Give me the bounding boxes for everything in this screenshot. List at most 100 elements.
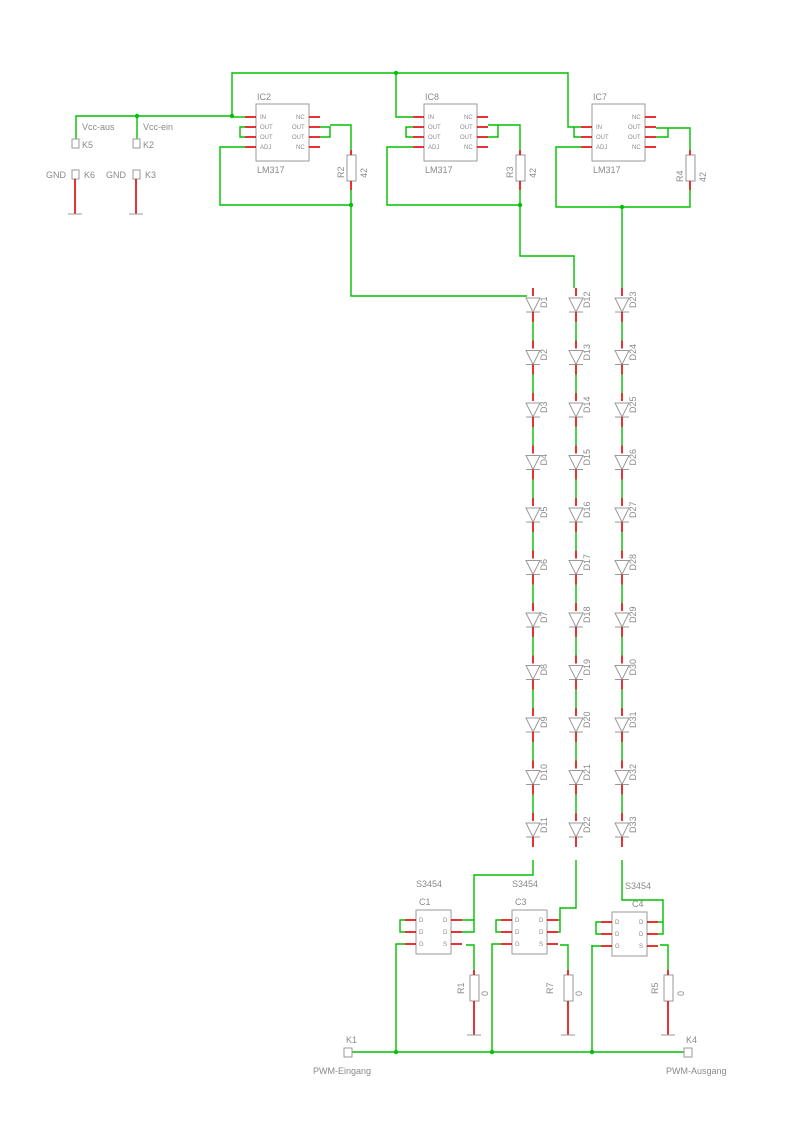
c1-pin-d: D	[419, 930, 424, 936]
k5-ref: K5	[82, 140, 93, 150]
ic8-ref: IC8	[425, 92, 439, 102]
led-d28[interactable]: D28	[614, 550, 638, 604]
led-d20[interactable]: D20	[568, 708, 592, 761]
led-d5[interactable]: D5	[525, 498, 549, 551]
led-d7[interactable]: D7	[525, 603, 549, 656]
led-label: D11	[539, 817, 549, 833]
led-d13[interactable]: D13	[568, 340, 592, 394]
k4-ref: K4	[686, 1035, 697, 1045]
led-d15[interactable]: D15	[568, 445, 592, 499]
led-label: D3	[539, 401, 549, 413]
c3-part: S3454	[512, 879, 538, 889]
led-d6[interactable]: D6	[525, 550, 549, 604]
led-d8[interactable]: D8	[525, 655, 549, 709]
led-d9[interactable]: D9	[525, 708, 549, 761]
led-label: D18	[582, 606, 592, 623]
connector-k1[interactable]: K1 PWM-Eingang	[313, 1035, 371, 1076]
led-label: D10	[539, 764, 549, 781]
ic2-pin-adj: ADJ	[260, 145, 271, 151]
led-d32[interactable]: D32	[614, 760, 638, 814]
led-label: D29	[628, 606, 638, 623]
k6-label: GND	[46, 170, 67, 180]
mosfet-c3[interactable]: S3454 C3 D D G D D S	[491, 879, 561, 955]
led-label: D20	[582, 711, 592, 728]
mosfet-c4[interactable]: S3454 C4 D D G D D S	[591, 881, 664, 957]
ic8-pin-nc: NC	[464, 115, 473, 121]
connector-k6[interactable]: GND K6	[46, 169, 95, 215]
k4-label: PWM-Ausgang	[666, 1066, 727, 1076]
led-d19[interactable]: D19	[568, 655, 592, 709]
ic8-pin-nc: NC	[464, 145, 473, 151]
led-label: D19	[582, 659, 592, 676]
k5-label: Vcc-aus	[82, 122, 115, 132]
led-d21[interactable]: D21	[568, 760, 592, 814]
ic7-ref: IC7	[593, 92, 607, 102]
led-d10[interactable]: D10	[525, 760, 549, 814]
connector-k5[interactable]: Vcc-aus K5	[71, 122, 115, 150]
mosfet-c1[interactable]: S3454 C1 D D G D D S	[395, 879, 475, 955]
resistor-r3[interactable]: R3 42	[505, 150, 538, 190]
resistor-r2[interactable]: R2 42	[336, 150, 369, 190]
connector-k3[interactable]: GND K3	[106, 169, 156, 215]
led-label: D4	[539, 454, 549, 466]
r2-value: 42	[359, 168, 369, 178]
led-label: D8	[539, 664, 549, 676]
led-d33[interactable]: D33	[614, 813, 638, 847]
led-d25[interactable]: D25	[614, 393, 638, 446]
resistor-r7[interactable]: R7 0	[545, 970, 584, 1036]
regulator-ic8[interactable]: IC8 LM317 IN OUT OUT ADJ NC OUT OUT NC	[386, 92, 499, 175]
resistor-r4[interactable]: R4 42	[675, 150, 708, 190]
led-d3[interactable]: D3	[525, 393, 549, 446]
led-label: D17	[582, 554, 592, 571]
c1-pin-d: D	[419, 918, 424, 924]
led-label: D31	[628, 711, 638, 728]
ic7-pin-in: IN	[596, 125, 602, 131]
led-label: D1	[539, 296, 549, 308]
ic8-pin-adj: ADJ	[428, 145, 439, 151]
led-d30[interactable]: D30	[614, 655, 638, 709]
c3-pin-g: G	[515, 942, 520, 948]
c1-pin-g: G	[419, 942, 424, 948]
c4-pin-d: D	[639, 932, 644, 938]
k3-ref: K3	[145, 170, 156, 180]
led-d14[interactable]: D14	[568, 393, 592, 446]
led-d1[interactable]: D1	[525, 288, 549, 341]
led-d4[interactable]: D4	[525, 445, 549, 499]
c4-pin-g: G	[615, 944, 620, 950]
led-d16[interactable]: D16	[568, 498, 592, 551]
led-d2[interactable]: D2	[525, 340, 549, 394]
c1-pin-s: S	[443, 942, 447, 948]
led-label: D2	[539, 349, 549, 361]
led-label: D24	[628, 344, 638, 361]
resistor-r1[interactable]: R1 0	[456, 970, 490, 1036]
ic2-pin-out: OUT	[292, 135, 305, 141]
led-label: D7	[539, 611, 549, 623]
k1-label: PWM-Eingang	[313, 1066, 371, 1076]
ic7-pin-nc: NC	[632, 115, 641, 121]
led-d11[interactable]: D11	[525, 813, 549, 847]
led-label: D9	[539, 716, 549, 728]
led-d27[interactable]: D27	[614, 498, 638, 551]
ic2-pin-out: OUT	[292, 125, 305, 131]
resistor-r5[interactable]: R5 0	[650, 970, 686, 1036]
led-d24[interactable]: D24	[614, 340, 638, 394]
led-d12[interactable]: D12	[568, 288, 592, 341]
led-d29[interactable]: D29	[614, 603, 638, 656]
led-d17[interactable]: D17	[568, 550, 592, 604]
c3-pin-d: D	[515, 930, 520, 936]
connector-k2[interactable]: Vcc-ein K2	[132, 122, 173, 150]
led-d31[interactable]: D31	[614, 708, 638, 761]
regulator-ic2[interactable]: IC2 LM317 IN OUT OUT ADJ NC OUT OUT NC	[219, 92, 331, 175]
ic8-pin-in: IN	[428, 115, 434, 121]
led-chains: D1D2D3D4D5D6D7D8D9D10D11D12D13D14D15D16D…	[525, 288, 638, 847]
led-label: D12	[582, 291, 592, 308]
led-d22[interactable]: D22	[568, 813, 592, 847]
led-label: D32	[628, 764, 638, 781]
led-d23[interactable]: D23	[614, 288, 638, 341]
led-d18[interactable]: D18	[568, 603, 592, 656]
led-d26[interactable]: D26	[614, 445, 638, 499]
regulator-ic7[interactable]: IC7 LM317 IN OUT ADJ NC OUT OUT NC	[555, 92, 669, 175]
connector-k4[interactable]: K4 PWM-Ausgang	[666, 1035, 727, 1076]
junctions	[134, 70, 625, 1055]
r3-ref: R3	[505, 166, 515, 178]
